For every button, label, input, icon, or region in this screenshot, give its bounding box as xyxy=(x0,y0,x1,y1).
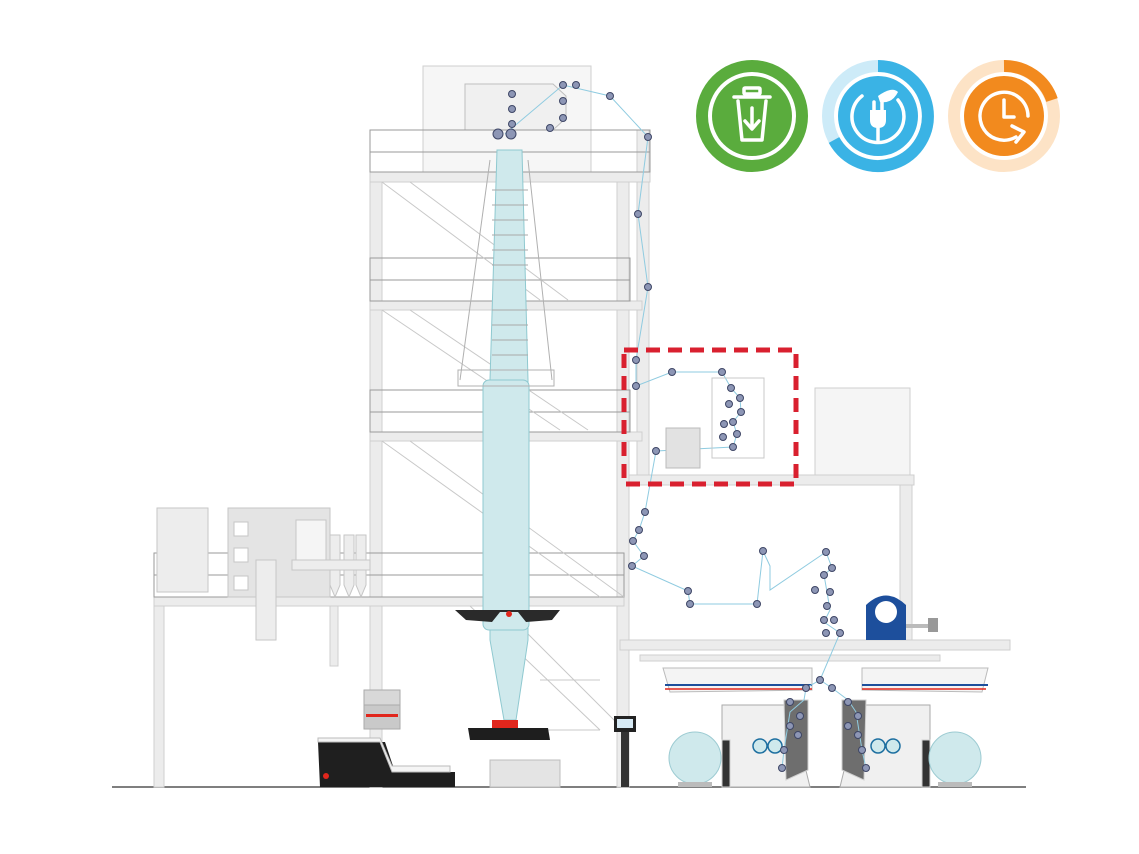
film-bubble xyxy=(455,149,561,788)
extruder xyxy=(317,689,455,787)
time-saving-badge xyxy=(948,59,1060,172)
trash-can-down-arrow-icon xyxy=(732,86,772,142)
energy-saving-badge xyxy=(822,60,934,172)
die-red-ring xyxy=(492,720,518,728)
roller xyxy=(505,128,517,140)
control-terminal xyxy=(614,716,636,787)
leaf-plug-icon xyxy=(850,89,906,145)
corona-treater xyxy=(866,595,938,640)
highlight-box xyxy=(621,347,799,487)
waste-reduction-badge xyxy=(696,60,808,172)
platform-lower xyxy=(153,596,625,607)
roller xyxy=(492,128,504,140)
die-head xyxy=(468,728,550,740)
cooling-ring xyxy=(455,610,560,622)
accumulator-panel xyxy=(665,427,701,469)
film-rolls xyxy=(668,731,982,787)
clock-arrow-icon xyxy=(978,90,1030,144)
guide-rollers xyxy=(492,81,870,772)
tower-structure xyxy=(153,65,651,788)
gravimetric-dosing-unit xyxy=(156,507,371,641)
